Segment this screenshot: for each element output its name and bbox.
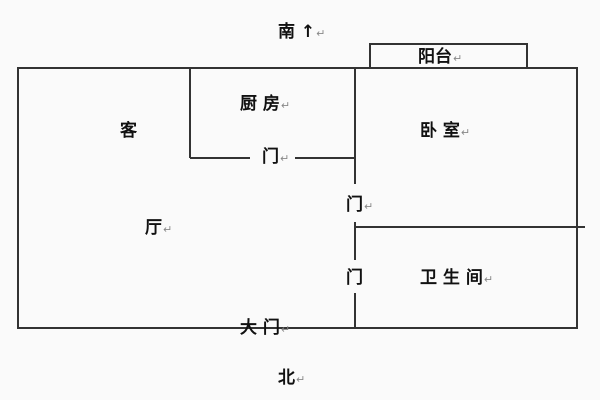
bathroom-door-label: 门 <box>346 268 363 288</box>
balcony-wall <box>369 43 528 69</box>
main-door-label: 大 门↵ <box>240 318 291 338</box>
outer-wall <box>17 67 578 329</box>
bedroom-label: 卧 室↵ <box>420 121 471 141</box>
bathroom-label: 卫 生 间↵ <box>420 268 494 288</box>
living-room-label-2: 厅↵ <box>145 218 173 238</box>
kitchen-door-label: 门↵ <box>262 147 290 167</box>
balcony-label: 阳台↵ <box>418 47 463 67</box>
compass-south: 南 ↑↵ <box>278 22 326 42</box>
bedroom-door-label: 门↵ <box>346 195 374 215</box>
compass-north: 北↵ <box>278 368 306 388</box>
kitchen-label: 厨 房↵ <box>240 94 291 114</box>
living-room-label-1: 客 <box>120 121 137 141</box>
arrow-up-icon: ↑ <box>300 22 316 42</box>
